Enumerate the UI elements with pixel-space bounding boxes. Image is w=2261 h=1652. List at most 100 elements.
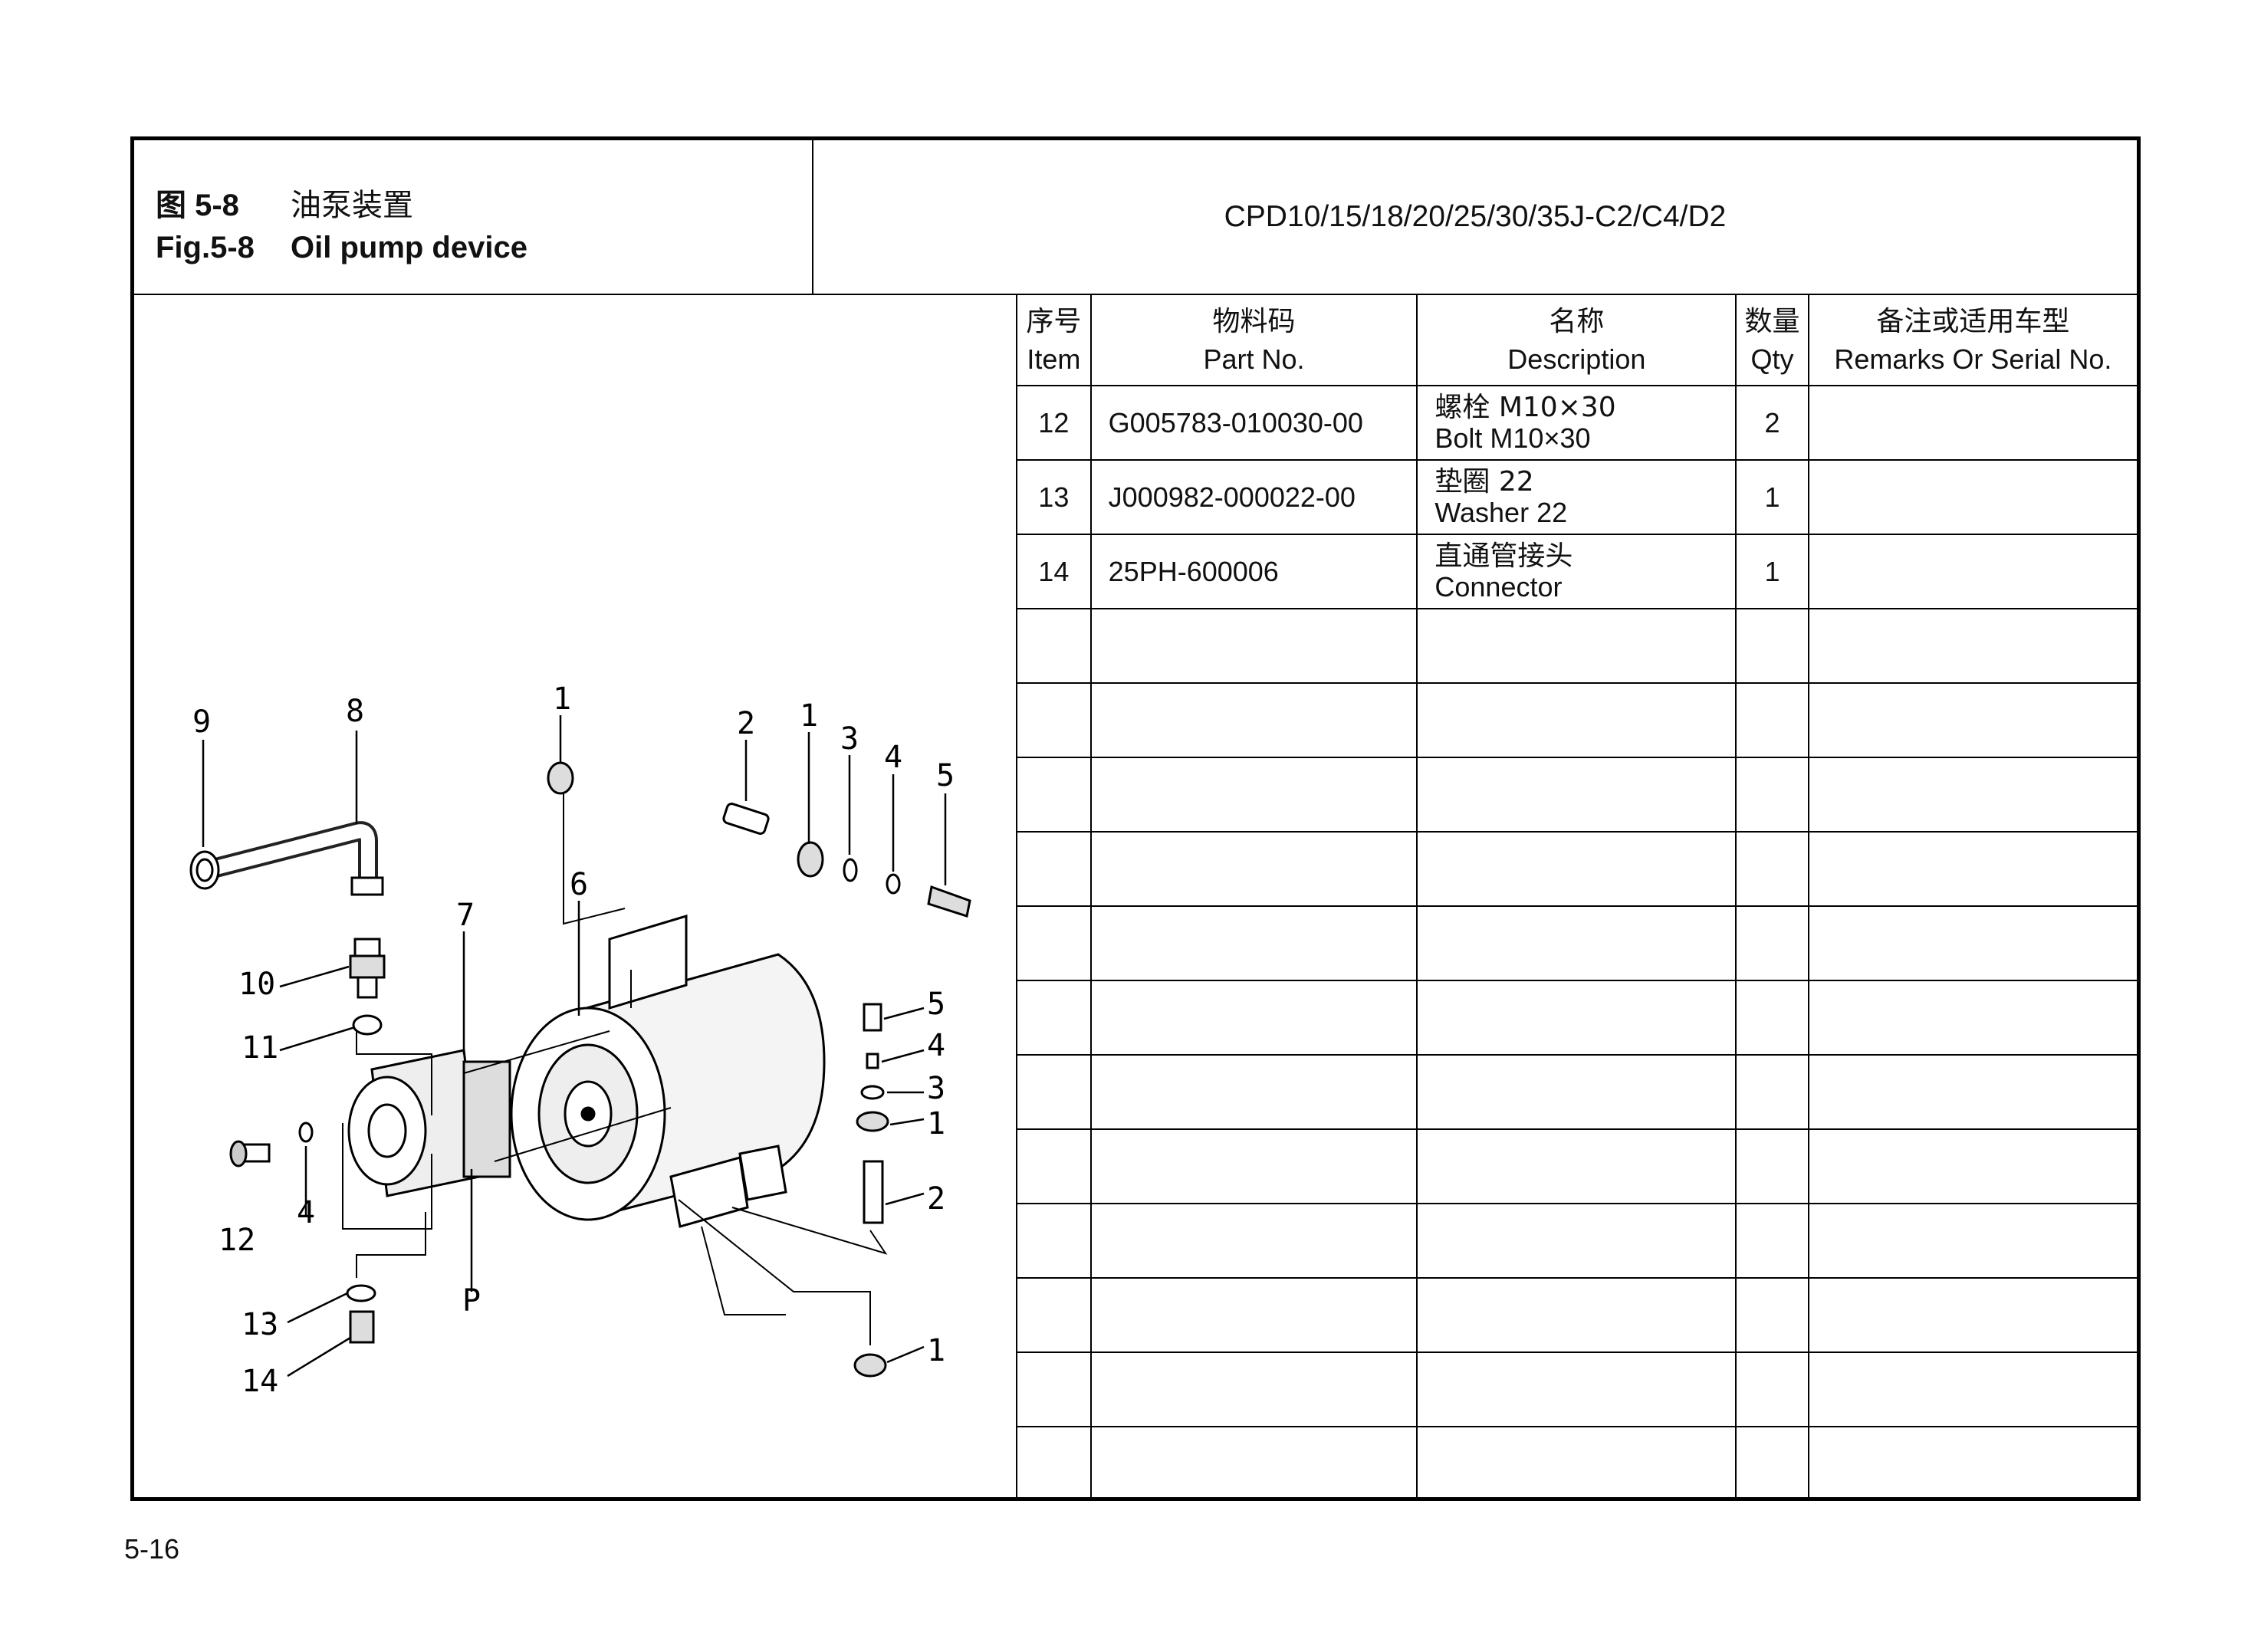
cell-empty <box>1416 608 1737 684</box>
table-row-empty <box>1016 980 2137 1056</box>
cell-empty <box>1416 682 1737 758</box>
col-header-zh: 名称 <box>1549 306 1605 337</box>
cell-remarks <box>1807 385 2137 461</box>
cell-part-no: G005783-010030-00 <box>1089 385 1418 461</box>
description-en: Bolt M10×30 <box>1434 422 1591 454</box>
cell-empty <box>1089 682 1418 758</box>
callout-label: 12 <box>219 1223 255 1258</box>
applicable-models: CPD10/15/18/20/25/30/35J-C2/C4/D2 <box>1224 200 1727 233</box>
description-zh: 直通管接头 <box>1434 540 1573 572</box>
cell-empty <box>1089 1426 1418 1501</box>
callout-label: 2 <box>927 1181 945 1217</box>
cell-empty <box>1416 1203 1737 1279</box>
cell-empty <box>1416 1277 1737 1353</box>
description-zh: 螺栓 M10×30 <box>1434 392 1616 423</box>
cell-empty <box>1416 1128 1737 1204</box>
cell-empty <box>1735 1426 1809 1501</box>
callout-label: 1 <box>800 698 818 734</box>
col-header-en: Description <box>1507 343 1646 375</box>
table-row-empty <box>1016 1277 2137 1353</box>
table-row-empty <box>1016 682 2137 758</box>
cell-empty <box>1807 1054 2137 1130</box>
cell-empty <box>1416 1054 1737 1130</box>
table-row-empty <box>1016 1351 2137 1427</box>
cell-empty <box>1089 905 1418 981</box>
callout-label: 3 <box>840 721 859 757</box>
cell-empty <box>1016 1351 1092 1427</box>
cell-empty <box>1807 905 2137 981</box>
cell-empty <box>1016 1277 1092 1353</box>
cell-empty <box>1416 1426 1737 1501</box>
cell-empty <box>1735 608 1809 684</box>
col-header-zh: 备注或适用车型 <box>1876 306 2070 337</box>
figure-title-en: Fig.5-8 Oil pump device <box>156 231 527 265</box>
table-row-empty <box>1016 608 2137 684</box>
callout-label: 3 <box>927 1071 945 1106</box>
table-row-empty <box>1016 1203 2137 1279</box>
figure-name-en: Oil pump device <box>291 231 527 264</box>
cell-empty <box>1016 682 1092 758</box>
cell-empty <box>1735 831 1809 907</box>
cell-part-no: 25PH-600006 <box>1089 534 1418 609</box>
figure-number-en: Fig.5-8 <box>156 231 255 264</box>
cell-empty <box>1016 608 1092 684</box>
callout-label: 5 <box>927 987 945 1022</box>
cell-empty <box>1089 608 1418 684</box>
table-row-empty <box>1016 1128 2137 1204</box>
col-header-en: Part No. <box>1203 343 1305 375</box>
cell-empty <box>1807 682 2137 758</box>
col-header-zh: 物料码 <box>1212 306 1296 337</box>
cell-empty <box>1735 905 1809 981</box>
cell-empty <box>1016 757 1092 833</box>
table-row-empty <box>1016 1426 2137 1501</box>
callout-label: 5 <box>936 758 955 793</box>
cell-empty <box>1807 1426 2137 1501</box>
callout-label: 4 <box>297 1195 315 1230</box>
callout-label: 10 <box>238 967 275 1002</box>
callout-label: 7 <box>456 898 475 933</box>
cell-empty <box>1089 1277 1418 1353</box>
model-block: CPD10/15/18/20/25/30/35J-C2/C4/D2 <box>813 140 2137 295</box>
description-en: Washer 22 <box>1434 497 1568 528</box>
cell-empty <box>1735 1054 1809 1130</box>
cell-empty <box>1089 1203 1418 1279</box>
cell-empty <box>1089 1351 1418 1427</box>
cell-empty <box>1016 1128 1092 1204</box>
cell-empty <box>1416 831 1737 907</box>
description-zh: 垫圈 22 <box>1434 466 1534 498</box>
cell-item: 12 <box>1016 385 1092 461</box>
cell-empty <box>1089 980 1418 1056</box>
callout-label: 4 <box>927 1028 945 1063</box>
col-header-part-no: 物料码 Part No. <box>1089 295 1418 386</box>
callout-label: 11 <box>242 1030 278 1066</box>
cell-remarks <box>1807 534 2137 609</box>
description-en: Connector <box>1434 571 1563 603</box>
col-header-en: Qty <box>1750 343 1794 375</box>
col-header-description: 名称 Description <box>1416 295 1737 386</box>
page-number: 5-16 <box>124 1533 180 1565</box>
cell-empty <box>1016 905 1092 981</box>
cell-empty <box>1735 682 1809 758</box>
cell-empty <box>1735 1203 1809 1279</box>
callout-label: 4 <box>884 740 902 775</box>
table-row-empty <box>1016 905 2137 981</box>
cell-remarks <box>1807 459 2137 535</box>
cell-empty <box>1016 831 1092 907</box>
cell-empty <box>1089 831 1418 907</box>
cell-empty <box>1016 980 1092 1056</box>
col-header-en: Item <box>1027 343 1081 375</box>
figure-name-zh: 油泵装置 <box>291 188 413 223</box>
cell-empty <box>1807 1351 2137 1427</box>
